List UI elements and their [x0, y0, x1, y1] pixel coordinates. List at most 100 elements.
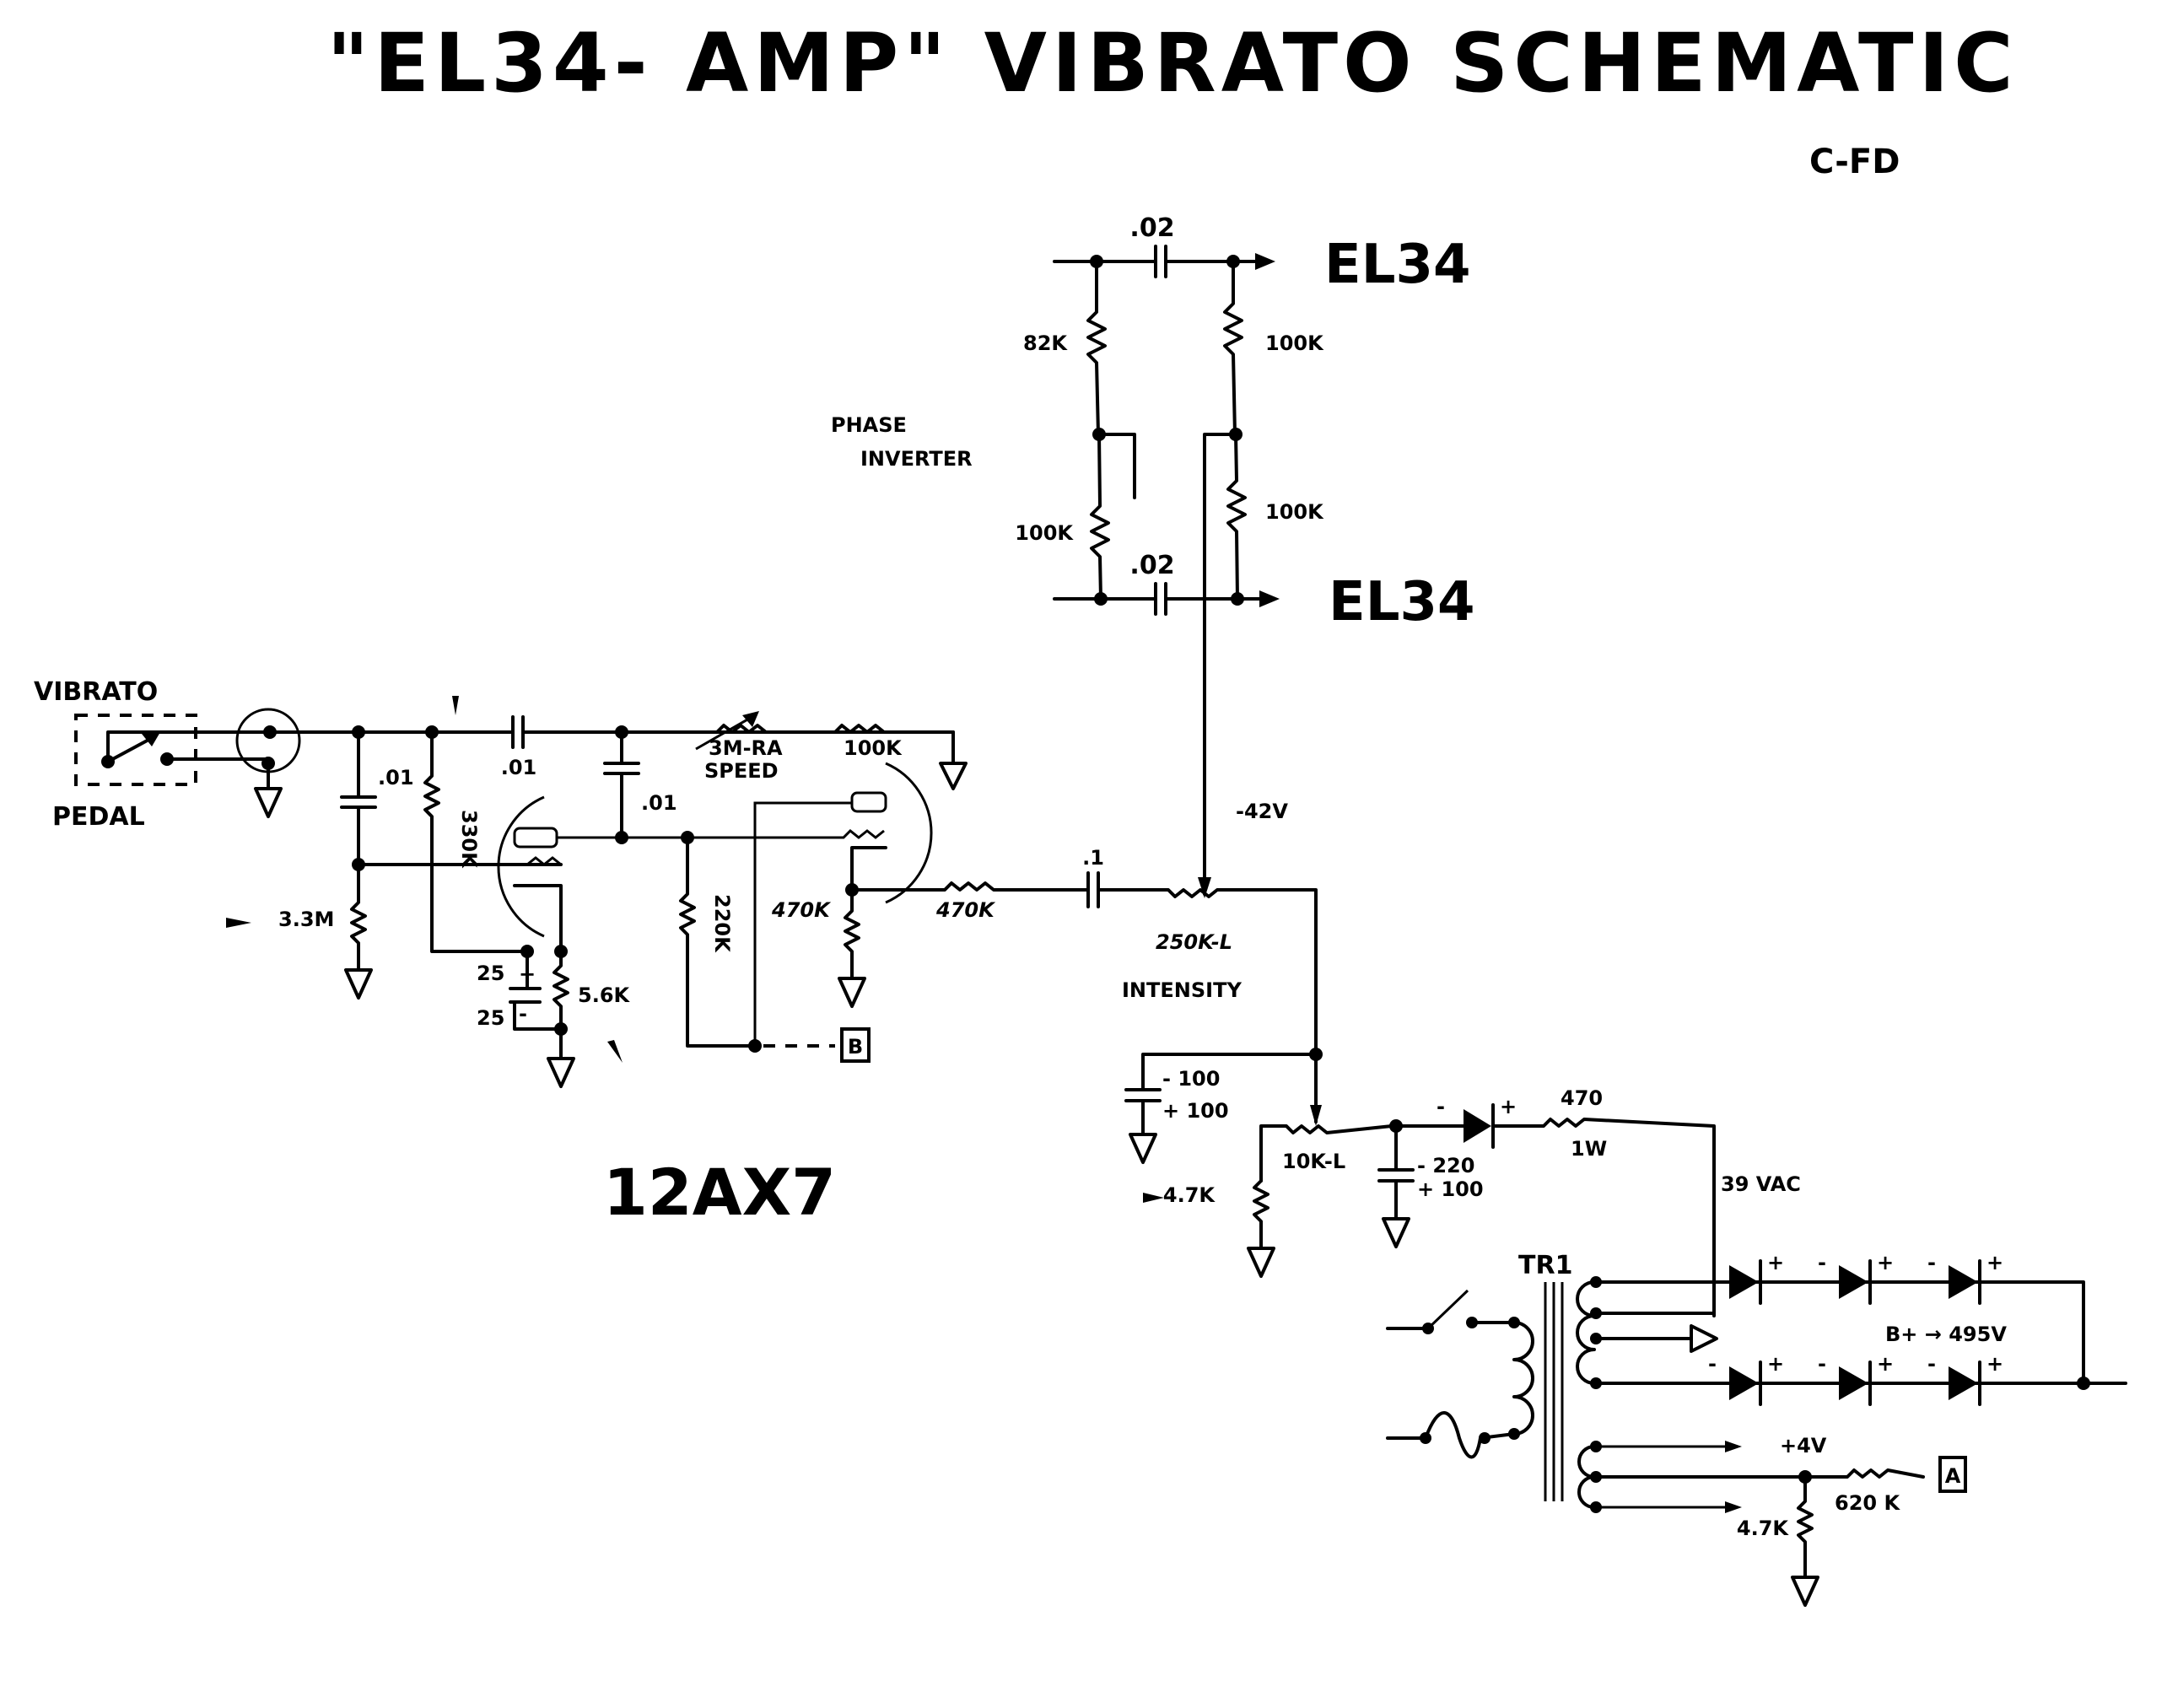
tube-cathode: [850, 846, 887, 892]
res-label: 470K: [935, 898, 996, 922]
wiper-arrow-icon: [1198, 877, 1211, 898]
polarity: -: [1708, 1352, 1717, 1376]
tube-1: 25 25 + - 5.6K: [477, 795, 631, 1088]
resistor-3-3m: [350, 863, 367, 972]
res-label: 470: [1561, 1086, 1603, 1110]
cap-label: .01: [501, 756, 537, 779]
pedal-switch-section: VIBRATO PEDAL .01 .01 3.3M 330K: [34, 677, 955, 999]
polarity: +: [1767, 1352, 1784, 1376]
annotation-arrow-icon: [452, 696, 459, 715]
polarity: +: [1986, 1352, 2003, 1376]
pedal-box: [74, 714, 197, 786]
diode-icon: [1464, 1109, 1491, 1143]
cap-label: .01: [641, 791, 677, 815]
tube-plate: [513, 827, 558, 849]
diode-chain-bottom: - + - + - +: [1708, 1352, 2003, 1406]
cap-label: + 100: [1162, 1099, 1229, 1123]
ground-icon: [939, 762, 968, 790]
wire-to-grid: [622, 828, 885, 839]
ground-icon: [254, 787, 283, 818]
res-label: 4.7K: [1163, 1183, 1216, 1207]
cap-label: + 100: [1417, 1177, 1484, 1201]
polarity: -: [1818, 1352, 1826, 1376]
annotation-arrow-icon: [607, 1040, 623, 1063]
intensity-label: INTENSITY: [1122, 978, 1242, 1002]
ground-icon: [547, 1057, 575, 1088]
tube-grid: [526, 856, 562, 866]
intensity-section: -42V 250K-L INTENSITY - 100 + 100 10K-L …: [1097, 800, 1801, 1317]
diode-icon: [1839, 1366, 1868, 1400]
polarity: +: [1877, 1251, 1894, 1274]
diode-icon: [1729, 1366, 1759, 1400]
wire: [1097, 433, 1136, 499]
voltage-label: -42V: [1236, 800, 1288, 823]
resistor-620k: [1594, 1468, 1925, 1479]
ground-icon: [1690, 1324, 1718, 1353]
pot-arrow: [695, 714, 756, 751]
junction: [748, 1039, 762, 1053]
resistor-82k: [1086, 260, 1107, 436]
connector-a-label: A: [1945, 1464, 1961, 1488]
polarity: +: [1767, 1251, 1784, 1274]
drawing-code: C-FD: [1809, 143, 1900, 181]
primary-winding: [1512, 1321, 1534, 1436]
resistor-100k: [1226, 433, 1247, 601]
ground-icon: [344, 968, 373, 999]
diode-chain-top: + - + - +: [1729, 1251, 2003, 1305]
tube-type-label: 12AX7: [603, 1155, 836, 1230]
wiper-arrow-icon: [1310, 1105, 1322, 1126]
ground-icon: [1382, 1217, 1410, 1248]
connector-a: [1938, 1456, 1967, 1493]
tube-cathode: [513, 884, 563, 953]
junction: [554, 1022, 568, 1036]
res-label: 100K: [1015, 521, 1074, 545]
wire-to-intensity: [1203, 433, 1237, 896]
ground-icon: [1129, 1133, 1157, 1164]
cap-label: .02: [1129, 213, 1174, 243]
junction: [1231, 592, 1244, 606]
res-label: 100K: [1265, 331, 1324, 355]
res-label: 620 K: [1835, 1491, 1900, 1515]
res-label: 3.3M: [278, 908, 334, 931]
wire-to-plate: [753, 801, 852, 1046]
transformer-core: [1544, 1282, 1564, 1501]
resistor-100k: [1223, 260, 1243, 436]
res-label: 100K: [1265, 500, 1324, 524]
resistor-4-7k: [1253, 1179, 1269, 1250]
b-plus-label: B+ → 495V: [1885, 1323, 2007, 1346]
pot-label: 3M-RA: [709, 736, 783, 760]
power-switch: [1426, 1289, 1469, 1330]
cathode-capacitor: [509, 950, 563, 1031]
arrow-icon: [1725, 1441, 1742, 1452]
capacitor-220: [1377, 1124, 1415, 1220]
res-label: 82K: [1023, 331, 1068, 355]
res-label: 5.6K: [578, 983, 631, 1007]
schematic-title: "EL34- AMP" VIBRATO SCHEMATIC: [326, 16, 2018, 110]
speed-pot: [715, 724, 837, 734]
phase-label: PHASE: [831, 413, 907, 437]
polarity: -: [1927, 1352, 1936, 1376]
output-arrow-icon: [1259, 590, 1280, 607]
res-label: 470K: [771, 898, 832, 922]
resistor-100k: [833, 724, 955, 765]
diode-icon: [1949, 1265, 1978, 1299]
resistor-100k: [1090, 433, 1110, 601]
inverter-label: INVERTER: [860, 447, 973, 471]
ground-icon: [1791, 1576, 1819, 1607]
cap-label: 25: [477, 1006, 504, 1030]
resistor-330k: [423, 730, 529, 953]
transformer-label: TR1: [1518, 1251, 1572, 1280]
ground-icon: [838, 977, 866, 1008]
power-supply-section: TR1 +: [1386, 1251, 2127, 1607]
cap-label: - 100: [1162, 1067, 1220, 1091]
resistor-4-7k: [1797, 1475, 1814, 1579]
junction: [1479, 1432, 1490, 1444]
polarity: +: [1986, 1251, 2003, 1274]
diode-icon: [1729, 1265, 1759, 1299]
polarity: +: [519, 962, 536, 986]
cap-label: .02: [1129, 551, 1174, 580]
polarity: +: [1877, 1352, 1894, 1376]
junction: [2077, 1377, 2090, 1390]
res-label: 4.7K: [1737, 1517, 1790, 1540]
